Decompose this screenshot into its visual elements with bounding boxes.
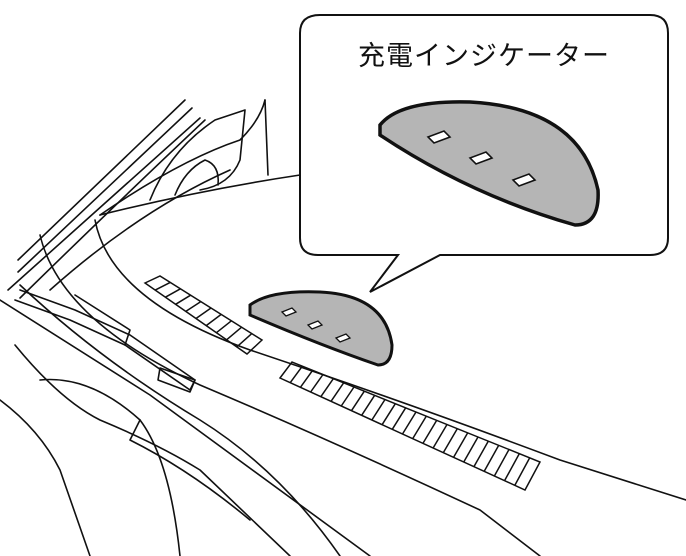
vent-slat (452, 432, 469, 458)
charging-indicator-large (378, 100, 600, 227)
vent-slat (361, 394, 376, 416)
vent-slat (473, 440, 489, 468)
vent-slat (310, 374, 324, 393)
vent-slat (340, 386, 355, 407)
vent-slat (236, 333, 253, 348)
small-defroster-vent (143, 275, 264, 355)
indicator-lamp (511, 173, 537, 187)
vent-slat (330, 382, 345, 402)
charging-indicator-small (248, 290, 394, 367)
vent-slat (205, 313, 222, 327)
indicator-lamp (468, 151, 494, 165)
vent-slat (463, 436, 479, 463)
vent-slat (503, 453, 520, 482)
vent-slat (175, 294, 191, 305)
large-defroster-vent (278, 361, 542, 491)
vent-slat (226, 326, 243, 341)
vent-slat (401, 411, 417, 435)
windshield-pillar (7, 99, 231, 299)
vent-slat (483, 444, 500, 472)
indicator-lamp (306, 320, 324, 330)
vent-slat (299, 369, 314, 388)
vent-slat (412, 415, 427, 440)
vent-slat (320, 378, 334, 398)
vent-slat (422, 419, 438, 444)
vent-slat (350, 390, 365, 412)
indicator-lamp (334, 333, 352, 343)
vent-slat (215, 320, 232, 334)
vent-slat (154, 281, 171, 291)
wiper-arm (14, 289, 196, 393)
vent-slat (195, 307, 212, 320)
vent-slat (289, 365, 303, 384)
vent-slat (381, 403, 396, 426)
interior-mirror-area (99, 99, 301, 216)
indicator-lamp (280, 307, 298, 317)
vent-slat (514, 457, 531, 486)
callout-label: 充電インジケーター (358, 41, 610, 72)
vent-slat (165, 288, 181, 298)
vent-slat (185, 300, 202, 313)
vent-slat (371, 399, 386, 421)
indicator-lamp (426, 130, 452, 144)
dashboard-lines (0, 219, 686, 556)
vent-slat (391, 407, 407, 430)
vent-slat (432, 424, 448, 449)
vent-slat (493, 449, 510, 477)
vent-slat (442, 428, 458, 454)
